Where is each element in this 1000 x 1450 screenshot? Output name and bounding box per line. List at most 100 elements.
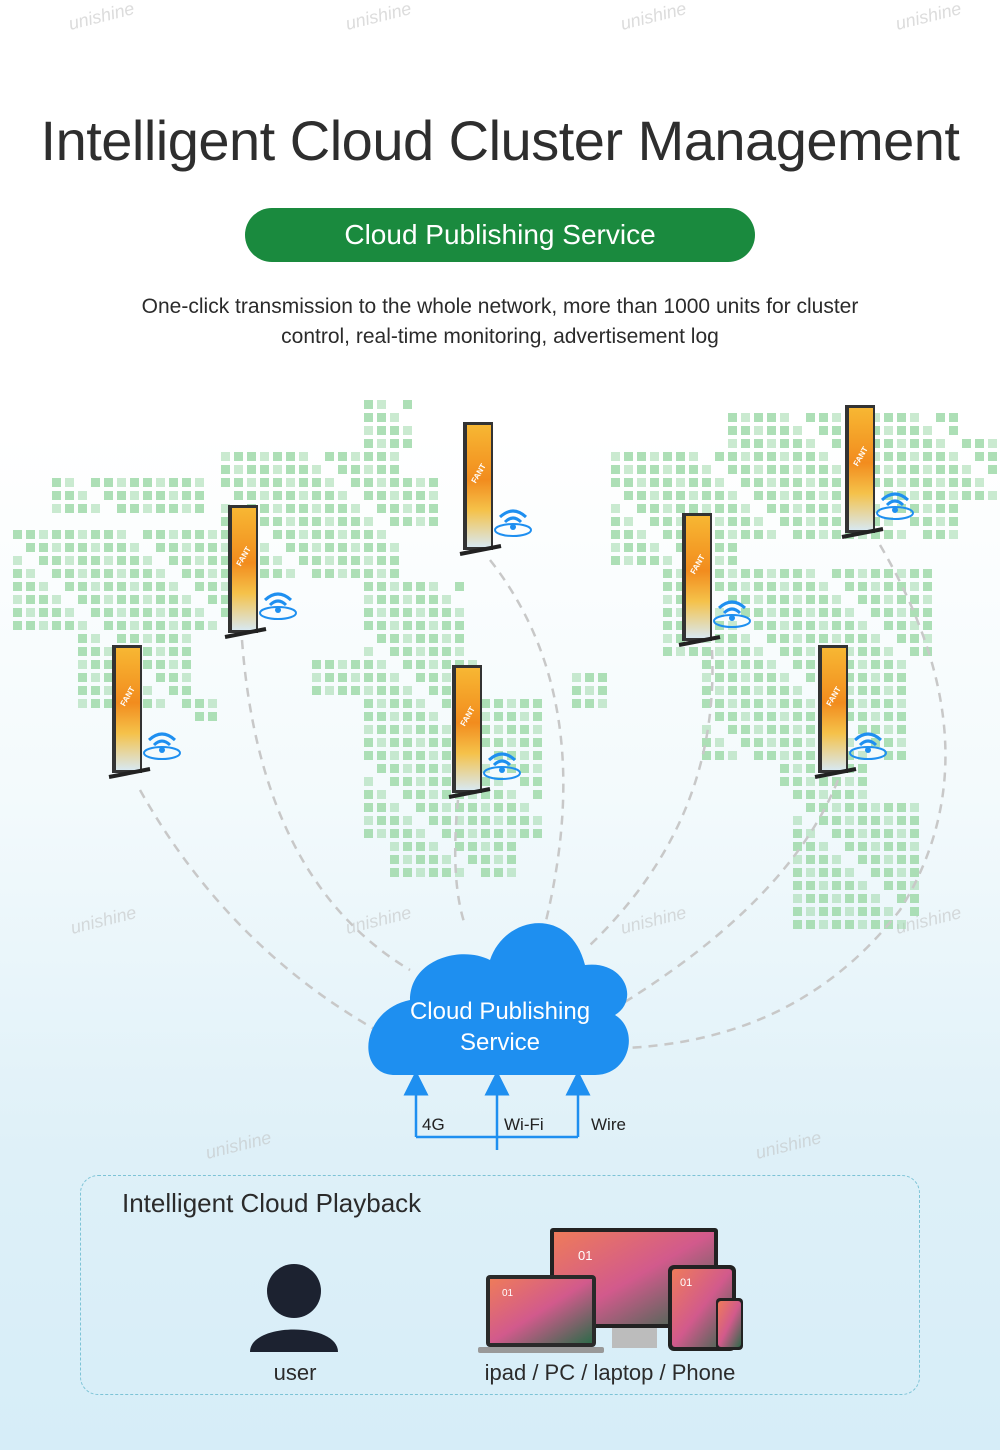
map-dot	[533, 712, 542, 721]
map-dot	[793, 751, 802, 760]
map-dot	[286, 478, 295, 487]
map-dot	[871, 842, 880, 851]
map-dot	[663, 608, 672, 617]
map-dot	[26, 608, 35, 617]
map-dot	[793, 881, 802, 890]
map-dot	[624, 543, 633, 552]
map-dot	[52, 569, 61, 578]
map-dot	[767, 465, 776, 474]
map-dot	[884, 842, 893, 851]
map-dot	[442, 790, 451, 799]
map-dot	[988, 465, 997, 474]
map-dot	[26, 582, 35, 591]
map-dot	[377, 608, 386, 617]
map-dot	[936, 504, 945, 513]
map-dot	[104, 673, 113, 682]
map-dot	[208, 595, 217, 604]
map-dot	[767, 595, 776, 604]
map-dot	[481, 868, 490, 877]
map-dot	[429, 608, 438, 617]
map-dot	[442, 803, 451, 812]
map-dot	[429, 777, 438, 786]
map-dot	[377, 621, 386, 630]
map-dot	[208, 543, 217, 552]
service-pill: Cloud Publishing Service	[245, 208, 755, 262]
map-dot	[182, 543, 191, 552]
map-dot	[195, 569, 204, 578]
map-dot	[806, 504, 815, 513]
map-dot	[351, 569, 360, 578]
map-dot	[481, 777, 490, 786]
map-dot	[754, 725, 763, 734]
map-dot	[65, 504, 74, 513]
map-dot	[377, 816, 386, 825]
map-dot	[611, 478, 620, 487]
map-dot	[741, 699, 750, 708]
map-dot	[702, 699, 711, 708]
map-dot	[221, 569, 230, 578]
map-dot	[910, 517, 919, 526]
map-dot	[416, 660, 425, 669]
map-dot	[403, 764, 412, 773]
map-dot	[39, 595, 48, 604]
map-dot	[767, 439, 776, 448]
map-dot	[312, 491, 321, 500]
map-dot	[936, 517, 945, 526]
map-dot	[117, 478, 126, 487]
map-dot	[897, 478, 906, 487]
map-dot	[845, 816, 854, 825]
map-dot	[520, 751, 529, 760]
map-dot	[299, 543, 308, 552]
map-dot	[819, 530, 828, 539]
map-dot	[520, 738, 529, 747]
map-dot	[884, 517, 893, 526]
map-dot	[403, 699, 412, 708]
map-dot	[507, 725, 516, 734]
map-dot	[117, 595, 126, 604]
map-dot	[819, 595, 828, 604]
map-dot	[130, 634, 139, 643]
map-dot	[481, 725, 490, 734]
map-dot	[728, 660, 737, 669]
map-dot	[156, 595, 165, 604]
map-dot	[910, 465, 919, 474]
map-dot	[923, 634, 932, 643]
map-dot	[416, 647, 425, 656]
map-dot	[91, 686, 100, 695]
map-dot	[364, 517, 373, 526]
map-dot	[65, 621, 74, 630]
map-dot	[364, 608, 373, 617]
map-dot	[286, 452, 295, 461]
map-dot	[845, 673, 854, 682]
map-dot	[364, 803, 373, 812]
map-dot	[403, 621, 412, 630]
map-dot	[416, 699, 425, 708]
map-dot	[143, 478, 152, 487]
map-dot	[728, 751, 737, 760]
map-dot	[13, 569, 22, 578]
map-dot	[377, 582, 386, 591]
map-dot	[91, 595, 100, 604]
map-dot	[195, 699, 204, 708]
map-dot	[923, 478, 932, 487]
map-dot	[741, 530, 750, 539]
map-dot	[910, 894, 919, 903]
map-dot	[208, 712, 217, 721]
map-dot	[949, 452, 958, 461]
map-dot	[442, 660, 451, 669]
map-dot	[377, 491, 386, 500]
map-dot	[663, 556, 672, 565]
map-dot	[325, 517, 334, 526]
map-dot	[182, 478, 191, 487]
map-dot	[819, 413, 828, 422]
map-dot	[416, 491, 425, 500]
map-dot	[52, 491, 61, 500]
map-dot	[325, 673, 334, 682]
map-dot	[182, 686, 191, 695]
map-dot	[780, 751, 789, 760]
map-dot	[715, 647, 724, 656]
subtitle: One-click transmission to the whole netw…	[80, 292, 920, 352]
map-dot	[208, 530, 217, 539]
map-dot	[845, 842, 854, 851]
map-dot	[793, 465, 802, 474]
